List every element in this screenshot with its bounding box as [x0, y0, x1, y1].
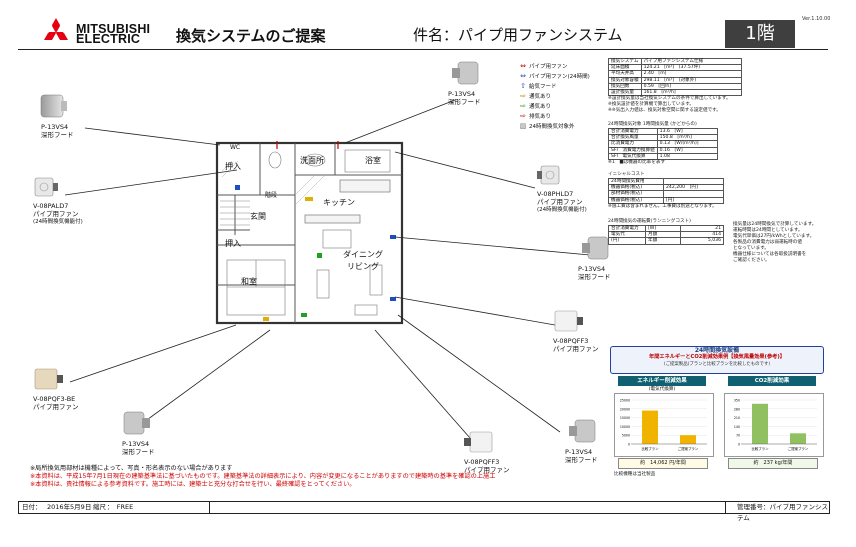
- co2-total: 約 237 kg/年間: [728, 458, 818, 469]
- bar: [790, 433, 806, 444]
- room-closet1: 押入: [225, 162, 241, 171]
- floor-plan: WC 浴室 洗面所 押入 階段 玄関 押入 キッチン ダイニング リビング 和室: [205, 135, 410, 335]
- room-living: リビング: [347, 262, 379, 271]
- pipe-fan-beige-icon: [34, 368, 63, 390]
- y-tick-label: 0: [628, 443, 630, 447]
- room-toilet: WC: [230, 144, 241, 151]
- room-dining: ダイニング: [343, 250, 383, 259]
- fan-item[interactable]: V-08PQFF3 パイプ用ファン: [464, 430, 510, 474]
- fan-item[interactable]: P-13VS4 深形フード: [122, 410, 155, 456]
- scale-label: 縮尺: [93, 503, 106, 511]
- x-tick-label: ご提案プラン: [788, 446, 809, 451]
- room-entrance: 玄関: [250, 212, 266, 221]
- y-tick-label: 280: [734, 407, 740, 411]
- bar: [642, 410, 658, 444]
- x-tick-label: 比較プラン: [752, 446, 770, 451]
- fan-item[interactable]: P-13VS4 深形フード: [578, 235, 611, 281]
- y-tick-label: 70: [736, 434, 740, 438]
- y-tick-label: 15000: [620, 416, 630, 420]
- legend-item: ⇧給気フード: [520, 82, 557, 90]
- fan-item[interactable]: V-08PQF3-BE パイプ用ファン: [33, 367, 79, 411]
- y-tick-label: 10000: [620, 425, 630, 429]
- deep-hood-icon: [40, 94, 67, 118]
- x-tick-label: 比較プラン: [642, 446, 660, 451]
- spec-table-initial-cost: イニシャルコスト 24時間換気費用 機器価格(税込)242,200 [円] 部材…: [608, 172, 724, 210]
- footer-note: ※本資料は、貴社情報による参考資料です。施工時には、建築士と充分な打合せを行い、…: [30, 481, 356, 488]
- legend-item: ⇔パイプ用ファン(24時間): [520, 72, 590, 80]
- footer-bar: 日付： 2016年5月9日 縮尺 ： FREE 管理番号：パイプ用ファンシステム: [18, 501, 830, 522]
- legend: ⇔パイプ用ファン ⇔パイプ用ファン(24時間) ⇧給気フード ⇨通気あり ⇨通気…: [517, 62, 590, 132]
- room-kitchen: キッチン: [323, 198, 355, 207]
- fan-item[interactable]: V-08PHLD7 パイプ用ファン (24時間換気機能付): [537, 164, 587, 214]
- legend-item: ⇨通気あり: [520, 102, 552, 110]
- co2-chart: 0 70 140 210 280 350 比較プラン ご提案プラン: [724, 393, 824, 457]
- co2-chart-tab: CO2削減効果: [728, 376, 816, 386]
- legend-item: ▨24時間換気対象外: [519, 122, 575, 130]
- room-japanese: 和室: [241, 277, 257, 286]
- room-stairs: 階段: [265, 192, 278, 199]
- pipe-fan-icon: [34, 177, 58, 197]
- y-tick-label: 5000: [622, 434, 630, 438]
- floor-badge: 1階: [725, 20, 795, 48]
- deep-hood-icon: [123, 411, 150, 435]
- energy-panel-header: 24時間換気設備 年間エネルギーとCO2削減効果例【換気風量効果(参考)】 (ご…: [610, 346, 824, 374]
- energy-chart-sub: (電気代換算): [648, 387, 676, 392]
- pipe-fan-icon: [464, 431, 493, 453]
- fan-item[interactable]: V-08PALD7 パイプ用ファン (24時間換気機能付): [33, 176, 83, 226]
- subject-label: 件名：パイプ用ファンシステム: [413, 26, 623, 44]
- room-closet2: 押入: [225, 239, 241, 248]
- fan-item[interactable]: P-13VS4 深形フード: [37, 93, 74, 139]
- y-tick-label: 350: [734, 399, 740, 403]
- footer-note: ※本資料は、平成15年7月1日現在の建築基準法に基づいたものです。建築基準法の詳…: [30, 473, 496, 480]
- scale-value: ： FREE: [107, 503, 134, 511]
- version-label: Ver.1.10.00: [802, 16, 831, 22]
- y-tick-label: 25000: [620, 399, 630, 403]
- deep-hood-icon: [569, 419, 596, 443]
- deep-hood-icon: [582, 236, 609, 260]
- date-label: 日付：: [22, 503, 42, 511]
- compare-note: 比較機種は当社製品: [614, 472, 656, 477]
- fan-item[interactable]: P-13VS4 深形フード: [565, 418, 598, 464]
- fan-item[interactable]: P-13VS4 深形フード: [448, 60, 481, 106]
- room-washroom: 洗面所: [300, 156, 324, 165]
- y-tick-label: 0: [738, 443, 740, 447]
- legend-item: ⇨通気あり: [520, 92, 552, 100]
- bar: [680, 435, 696, 444]
- energy-chart: 0 5000 10000 15000 20000 25000 比較プラン ご提案プラン: [614, 393, 714, 457]
- footer-notes: ※局所換気用部材は機種によって、写真・形名表示のない場合があります ※本資料は、…: [30, 465, 495, 489]
- fan-item[interactable]: V-08PQFF3 パイプ用ファン: [553, 309, 599, 353]
- y-tick-label: 210: [734, 416, 740, 420]
- pipe-fan-icon: [554, 310, 583, 332]
- x-tick-label: ご提案プラン: [678, 446, 699, 451]
- legend-item: ⇔パイプ用ファン: [520, 62, 568, 70]
- side-notes: 換気量は24時間換気で計算しています。 運転時間は24時間としています。 電気代…: [733, 222, 817, 263]
- brand-line2: ELECTRIC: [76, 32, 141, 46]
- management-number: 管理番号：パイプ用ファンシステム: [737, 503, 828, 522]
- legend-item: ⇨排気あり: [520, 112, 552, 120]
- y-tick-label: 20000: [620, 407, 630, 411]
- footer-note: ※局所換気用部材は機種によって、写真・形名表示のない場合があります: [30, 465, 233, 472]
- header-divider: [18, 49, 828, 50]
- y-tick-label: 140: [734, 425, 740, 429]
- energy-total: 約 14,062 円/年間: [618, 458, 708, 469]
- brand-line1: MITSUBISHI: [76, 22, 151, 36]
- deep-hood-icon: [452, 61, 479, 85]
- pipe-fan-icon: [537, 165, 560, 185]
- room-bath: 浴室: [365, 156, 381, 165]
- bar: [752, 403, 768, 444]
- date-value: 2016年5月9日: [47, 503, 92, 511]
- energy-chart-tab: エネルギー削減効果: [618, 376, 706, 386]
- page-title: 換気システムのご提案: [176, 27, 326, 45]
- mitsubishi-logo: MITSUBISHI ELECTRIC: [38, 18, 158, 46]
